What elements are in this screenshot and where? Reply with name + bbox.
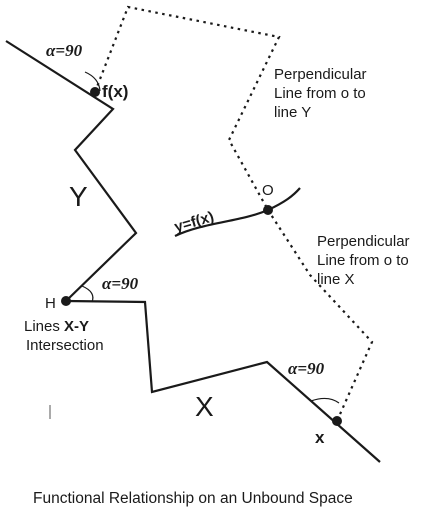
- angle-label-bottom: α=90: [288, 359, 325, 378]
- perp-y-note-2: Line from o to: [274, 85, 366, 102]
- intersection-bold: X-Y: [64, 318, 89, 335]
- line-y-label: Y: [69, 181, 88, 212]
- intersection-note-line1: Lines X-Y: [24, 318, 89, 335]
- line-y: [5, 40, 138, 302]
- angle-label-top: α=90: [46, 41, 83, 60]
- perpendicular-line-to-y: [93, 5, 281, 211]
- angle-label-middle: α=90: [102, 274, 139, 293]
- angle-arc-middle: [81, 285, 94, 303]
- perp-x-note-1: Perpendicular: [317, 233, 410, 250]
- fx-label: f(x): [102, 82, 128, 101]
- fx-point: [90, 87, 100, 97]
- h-point: [61, 296, 71, 306]
- line-x-label: X: [195, 391, 214, 422]
- perp-y-note-3: line Y: [274, 104, 311, 121]
- perp-x-note-3: line X: [317, 271, 355, 288]
- origin-label: O: [262, 182, 274, 199]
- h-label: H: [45, 295, 56, 312]
- angle-arc-top: [84, 71, 101, 92]
- figure-caption: Functional Relationship on an Unbound Sp…: [33, 490, 353, 507]
- perp-x-note-2: Line from o to: [317, 252, 409, 269]
- angle-arc-bottom: [310, 397, 340, 404]
- perp-y-note-1: Perpendicular: [274, 66, 367, 83]
- x-point-label: x: [315, 428, 325, 447]
- intersection-note-line2: Intersection: [26, 337, 104, 354]
- function-label: y=f(x): [172, 208, 216, 235]
- line-x: [65, 299, 381, 463]
- x-point: [332, 416, 342, 426]
- intersection-prefix: Lines: [24, 318, 64, 335]
- perpendicular-line-to-x: [267, 209, 374, 422]
- origin-point: [263, 205, 273, 215]
